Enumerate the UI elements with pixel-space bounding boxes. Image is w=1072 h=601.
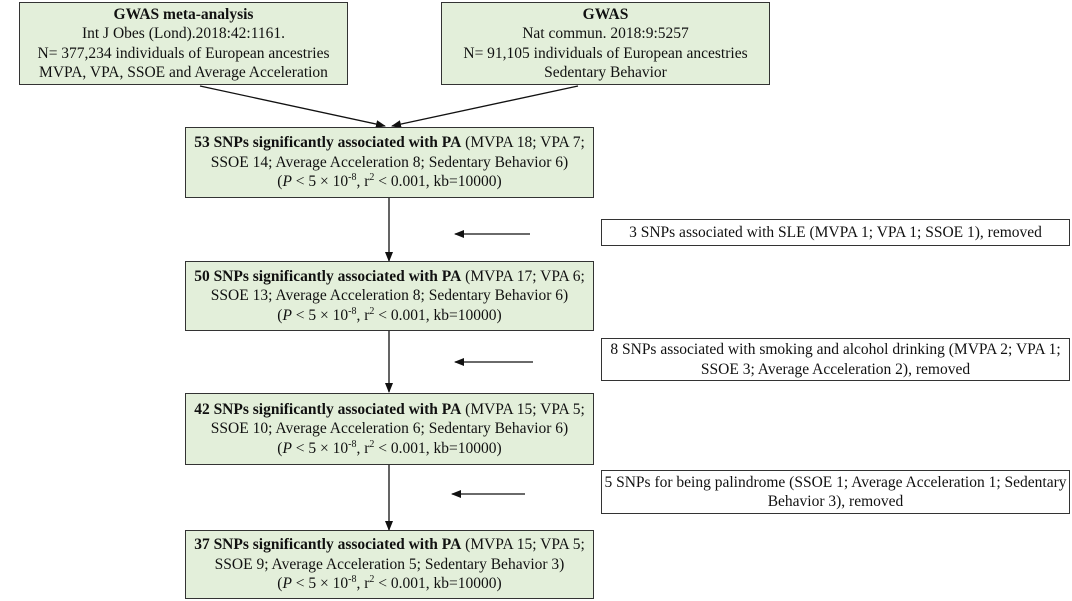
step-1-breakdown: (MVPA 18; VPA 7;: [461, 134, 585, 152]
source-right-citation: Nat commun. 2018:9:5257: [522, 25, 689, 42]
source-left-sample: N= 377,234 individuals of European ances…: [37, 44, 330, 62]
exclusion-box-smoking-alcohol: 8 SNPs associated with smoking and alcoh…: [601, 338, 1070, 381]
step-2-threshold: (P < 5 × 10-8, r2 < 0.001, kb=10000): [277, 305, 502, 324]
exclusion-2-line-2: SSOE 3; Average Acceleration 2), removed: [700, 360, 971, 378]
step-4-threshold: (P < 5 × 10-8, r2 < 0.001, kb=10000): [277, 574, 502, 593]
exclusion-box-sle: 3 SNPs associated with SLE (MVPA 1; VPA …: [601, 219, 1070, 246]
step-2-breakdown: (MVPA 17; VPA 6;: [461, 267, 585, 285]
source-right-traits: Sedentary Behavior: [544, 64, 667, 81]
step-box-37-snps: 37 SNPs significantly associated with PA…: [185, 530, 594, 599]
step-2-line-1: 50 SNPs significantly associated with PA…: [194, 267, 585, 287]
step-3-line-2: SSOE 10; Average Acceleration 6; Sedenta…: [210, 420, 569, 438]
source-right-sample: N= 91,105 individuals of European ancest…: [463, 44, 748, 62]
step-4-count: 37 SNPs significantly associated with PA: [194, 536, 462, 554]
arrow-right-source: [391, 85, 579, 129]
step-4-line-2: SSOE 9; Average Acceleration 5; Sedentar…: [214, 555, 565, 573]
source-left-citation: Int J Obes (Lond).2018:42:1161.: [81, 25, 286, 42]
step-box-50-snps: 50 SNPs significantly associated with PA…: [185, 261, 594, 331]
step-4-breakdown: (MVPA 15; VPA 5;: [461, 536, 585, 554]
step-3-line-1: 42 SNPs significantly associated with PA…: [194, 400, 585, 420]
source-box-gwas-meta-analysis: GWAS meta-analysis Int J Obes (Lond).201…: [19, 2, 348, 85]
exclusion-3-line-1: 5 SNPs for being palindrome (SSOE 1; Ave…: [604, 473, 1067, 491]
exclusion-3-line-2: Behavior 3), removed: [767, 493, 904, 510]
source-box-gwas: GWAS Nat commun. 2018:9:5257 N= 91,105 i…: [441, 2, 770, 85]
source-left-title: GWAS meta-analysis: [113, 5, 254, 23]
step-2-line-2: SSOE 13; Average Acceleration 8; Sedenta…: [210, 287, 569, 305]
exclusion-box-palindrome: 5 SNPs for being palindrome (SSOE 1; Ave…: [601, 470, 1070, 514]
step-2-count: 50 SNPs significantly associated with PA: [194, 267, 462, 285]
step-1-line-2: SSOE 14; Average Acceleration 8; Sedenta…: [210, 153, 569, 171]
step-box-53-snps: 53 SNPs significantly associated with PA…: [185, 127, 594, 198]
step-1-threshold: (P < 5 × 10-8, r2 < 0.001, kb=10000): [277, 172, 502, 191]
step-box-42-snps: 42 SNPs significantly associated with PA…: [185, 393, 594, 465]
step-3-count: 42 SNPs significantly associated with PA: [194, 400, 462, 418]
source-right-title: GWAS: [582, 5, 629, 23]
exclusion-2-line-1: 8 SNPs associated with smoking and alcoh…: [610, 341, 1061, 358]
source-left-traits: MVPA, VPA, SSOE and Average Acceleration: [39, 64, 328, 81]
step-4-line-1: 37 SNPs significantly associated with PA…: [194, 535, 585, 555]
step-3-breakdown: (MVPA 15; VPA 5;: [461, 400, 585, 418]
exclusion-1-text: 3 SNPs associated with SLE (MVPA 1; VPA …: [629, 223, 1042, 241]
arrow-left-source: [199, 85, 386, 129]
step-3-threshold: (P < 5 × 10-8, r2 < 0.001, kb=10000): [277, 438, 502, 457]
step-1-count: 53 SNPs significantly associated with PA: [194, 134, 462, 152]
step-1-line-1: 53 SNPs significantly associated with PA…: [194, 133, 585, 153]
